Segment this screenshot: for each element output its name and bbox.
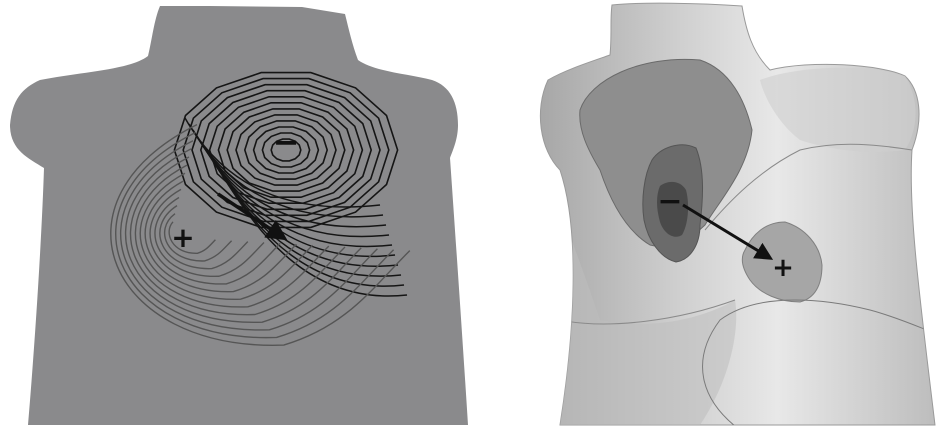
left-torso-panel: − + [10,6,468,425]
right-minus-sign: − [657,184,682,219]
left-minus-sign: − [273,123,300,161]
left-torso-silhouette [10,6,468,425]
right-plus-sign: + [772,253,794,283]
right-torso-panel: − + [540,3,939,430]
left-plus-sign: + [171,221,194,254]
